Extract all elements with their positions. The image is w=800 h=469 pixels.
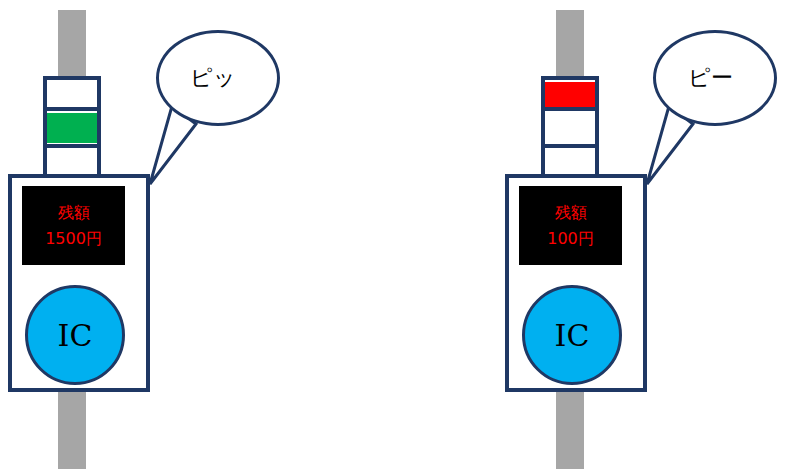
- reader-body: [507, 176, 645, 390]
- green-light: [47, 113, 97, 143]
- balance-text: 残額 100円: [547, 200, 594, 251]
- balance-display: 残額 100円: [519, 186, 622, 265]
- red-light: [545, 82, 595, 108]
- sound-text: ピッ: [190, 65, 236, 91]
- housing-divider: [543, 144, 597, 148]
- housing-divider: [45, 107, 99, 111]
- ic-touch-area: IC: [522, 285, 622, 385]
- speech-bubble: ピッ: [156, 30, 280, 126]
- speech-bubble: ピー: [653, 30, 777, 126]
- ic-label: IC: [58, 319, 93, 352]
- balance-text: 残額 1500円: [45, 200, 102, 251]
- reader-body: [10, 176, 148, 390]
- housing-divider: [543, 107, 597, 111]
- sound-text: ピー: [688, 65, 733, 91]
- light-housing: [543, 78, 597, 176]
- ic-touch-area: IC: [25, 285, 125, 385]
- light-housing: [45, 78, 99, 176]
- housing-divider: [45, 144, 99, 148]
- balance-display: 残額 1500円: [22, 186, 125, 265]
- ic-label: IC: [555, 319, 590, 352]
